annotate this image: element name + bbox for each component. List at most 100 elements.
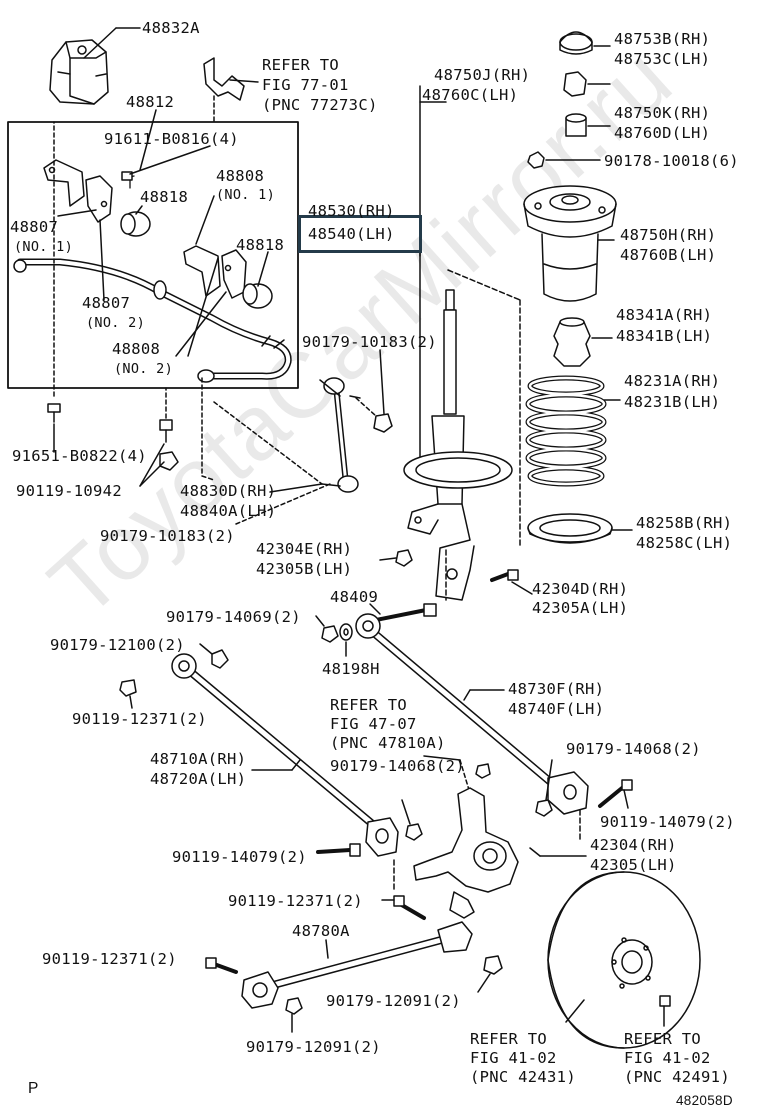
label-48818-a: 48818 xyxy=(140,188,189,206)
label-42305B: 42305B(LH) xyxy=(256,560,353,578)
label-48818-b: 48818 xyxy=(236,236,285,254)
label-48807-no1-sub: (NO. 1) xyxy=(14,239,73,255)
label-refer-fig41b-1: REFER TO xyxy=(624,1030,702,1048)
label-48760B: 48760B(LH) xyxy=(620,246,717,264)
bolt-90119-10942 xyxy=(159,419,173,443)
label-refer-fig47-3: (PNC 47810A) xyxy=(330,734,446,752)
label-90179-14069: 90179-14069(2) xyxy=(166,608,301,626)
label-91651: 91651-B0822(4) xyxy=(12,447,147,465)
label-48750K: 48750K(RH) xyxy=(614,104,711,122)
label-48710A: 48710A(RH) xyxy=(150,750,247,768)
nut-90179-12100 xyxy=(211,649,229,669)
stabilizer-bracket-part xyxy=(49,39,109,105)
nut-90179-12091-a xyxy=(483,955,503,975)
nut-90179-10183-a xyxy=(159,451,179,471)
bump-stopper-part xyxy=(553,317,591,367)
label-48341B: 48341B(LH) xyxy=(616,327,713,345)
brake-disc-part xyxy=(547,871,701,1049)
nut-90179-14069 xyxy=(321,625,339,643)
label-48258B: 48258B(RH) xyxy=(636,514,733,532)
label-48780A: 48780A xyxy=(292,922,350,940)
label-refer-fig77-3: (PNC 77273C) xyxy=(262,96,378,114)
bolt-91651 xyxy=(47,403,61,423)
label-90119-14079-b: 90119-14079(2) xyxy=(172,848,307,866)
label-90179-12091-a: 90179-12091(2) xyxy=(326,992,461,1010)
stabilizer-link-part xyxy=(319,377,361,493)
label-90179-12100: 90179-12100(2) xyxy=(50,636,185,654)
rear-axle-carrier-part xyxy=(413,787,519,919)
nut-90179-14068-a xyxy=(475,763,491,779)
nut-42304E xyxy=(395,549,413,567)
nut-90119-12371-a xyxy=(119,679,137,697)
label-91611: 91611-B0816(4) xyxy=(104,130,239,148)
label-90119-12371-b: 90119-12371(2) xyxy=(228,892,363,910)
label-48409: 48409 xyxy=(330,588,379,606)
label-refer-fig77-1: REFER TO xyxy=(262,56,340,74)
label-48730F: 48730F(RH) xyxy=(508,680,605,698)
nut-90178 xyxy=(527,151,545,169)
label-48753C: 48753C(LH) xyxy=(614,50,711,68)
nut-90179-12091-b xyxy=(285,997,303,1015)
nut-48750J xyxy=(563,71,587,97)
label-90179-12091-b: 90179-12091(2) xyxy=(246,1038,381,1056)
label-48198H: 48198H xyxy=(322,660,380,678)
bolt-42304D xyxy=(490,569,519,582)
bolt-90119-14079-b xyxy=(598,779,633,808)
lower-arm-rear-part xyxy=(355,613,589,815)
label-42304E: 42304E(RH) xyxy=(256,540,353,558)
label-48231A: 48231A(RH) xyxy=(624,372,721,390)
figure-code: 482058D xyxy=(676,1093,733,1108)
bolt-90119-12371-c xyxy=(205,957,238,974)
label-48807-no2: 48807 xyxy=(82,294,131,312)
label-90178: 90178-10018(6) xyxy=(604,152,739,170)
label-48808-no2-sub: (NO. 2) xyxy=(114,361,173,377)
hub-bolt-part xyxy=(659,995,671,1027)
label-48808-no1: 48808 xyxy=(216,167,265,185)
upper-mount-cap-part xyxy=(559,31,593,55)
label-90119-12371-a: 90119-12371(2) xyxy=(72,710,207,728)
label-48760C: 48760C(LH) xyxy=(422,86,519,104)
nut-90179-10183-b xyxy=(373,413,393,433)
label-90119-12371-c: 90119-12371(2) xyxy=(42,950,177,968)
label-42304: 42304(RH) xyxy=(590,836,677,854)
upper-support-part xyxy=(523,185,617,302)
stabilizer-bar-part xyxy=(13,258,292,383)
label-48258C: 48258C(LH) xyxy=(636,534,733,552)
strut-rod-part xyxy=(241,921,473,1009)
highlighted-part-box xyxy=(298,215,422,253)
label-90179-10183-b: 90179-10183(2) xyxy=(302,333,437,351)
label-48808-no2: 48808 xyxy=(112,340,161,358)
label-refer-fig41b-2: FIG 41-02 xyxy=(624,1049,711,1067)
label-48840A: 48840A(LH) xyxy=(180,502,277,520)
label-48760D: 48760D(LH) xyxy=(614,124,711,142)
label-48808-no1-sub: (NO. 1) xyxy=(216,187,275,203)
label-refer-fig41a-2: FIG 41-02 xyxy=(470,1049,557,1067)
label-48812: 48812 xyxy=(126,93,175,111)
clamp-reference-part xyxy=(203,57,245,101)
label-refer-fig47-2: FIG 47-07 xyxy=(330,715,417,733)
stabilizer-clamp-no2 xyxy=(183,245,273,309)
bolt-90119-12371-b xyxy=(393,895,426,920)
label-48830D: 48830D(RH) xyxy=(180,482,277,500)
label-refer-fig47-1: REFER TO xyxy=(330,696,408,714)
label-90179-10183-a: 90179-10183(2) xyxy=(100,527,235,545)
spring-insulator-part xyxy=(527,513,613,544)
label-48832A: 48832A xyxy=(142,19,200,37)
stabilizer-clamp-no1 xyxy=(43,159,151,237)
washer-48198H xyxy=(339,623,353,641)
label-90179-14068-a: 90179-14068(2) xyxy=(566,740,701,758)
nut-90179-14068-b xyxy=(535,799,553,817)
label-48740F: 48740F(LH) xyxy=(508,700,605,718)
label-42305: 42305(LH) xyxy=(590,856,677,874)
label-refer-fig41a-3: (PNC 42431) xyxy=(470,1068,576,1086)
lower-arm-front-part xyxy=(171,653,399,857)
label-48341A: 48341A(RH) xyxy=(616,306,713,324)
label-48807-no2-sub: (NO. 2) xyxy=(86,315,145,331)
label-90119-10942: 90119-10942 xyxy=(16,482,122,500)
label-90119-14079-a: 90119-14079(2) xyxy=(600,813,735,831)
label-48530: 48530(RH) xyxy=(308,202,395,220)
label-48753B: 48753B(RH) xyxy=(614,30,711,48)
label-refer-fig41a-1: REFER TO xyxy=(470,1030,548,1048)
collar-48750K xyxy=(565,113,587,137)
